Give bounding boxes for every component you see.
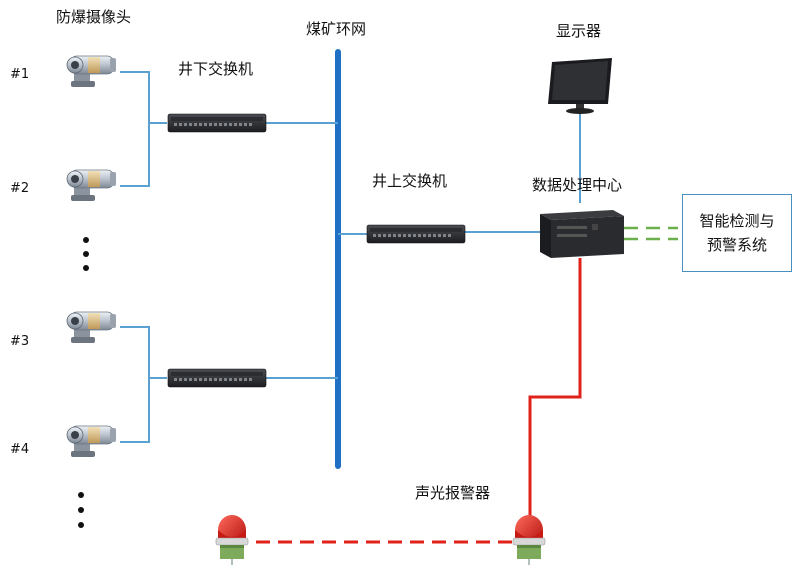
camera-4-label: #4 (10, 442, 30, 457)
camera-3-icon (66, 311, 117, 344)
detection-system-line1: 智能检测与 (699, 212, 775, 230)
camera-3-label: #3 (10, 334, 30, 349)
data-center-label: 数据处理中心 (532, 176, 623, 194)
underground-switch-label: 井下交换机 (178, 60, 254, 78)
surface-switch (366, 224, 466, 244)
camera-2-label: #2 (10, 181, 30, 196)
camera-link-lower (120, 326, 150, 443)
detection-system-line2: 预警系统 (706, 236, 767, 254)
camera-title-label: 防爆摄像头 (56, 8, 132, 26)
camera-4-icon (66, 425, 117, 458)
ring-network-label: 煤矿环网 (306, 20, 367, 38)
camera-1-icon (66, 55, 117, 88)
surface-switch-label: 井上交换机 (372, 172, 448, 190)
camera-2-icon (66, 169, 117, 202)
data-center-server-icon (540, 210, 624, 258)
monitor-icon (548, 58, 612, 114)
underground-switch-upper (167, 113, 267, 133)
alarm-signal-line (528, 258, 582, 516)
alarm-light-left-icon (215, 514, 249, 566)
more-cameras-dots-upper (83, 237, 89, 271)
underground-switch-lower (167, 368, 267, 388)
detection-system-box: 智能检测与 预警系统 (682, 194, 792, 272)
alarm-light-right-icon (512, 514, 546, 566)
camera-link-upper (120, 71, 150, 187)
monitor-label: 显示器 (556, 22, 602, 40)
alarm-label: 声光报警器 (415, 484, 491, 502)
camera-1-label: #1 (10, 67, 30, 82)
more-cameras-dots-lower (78, 492, 84, 528)
